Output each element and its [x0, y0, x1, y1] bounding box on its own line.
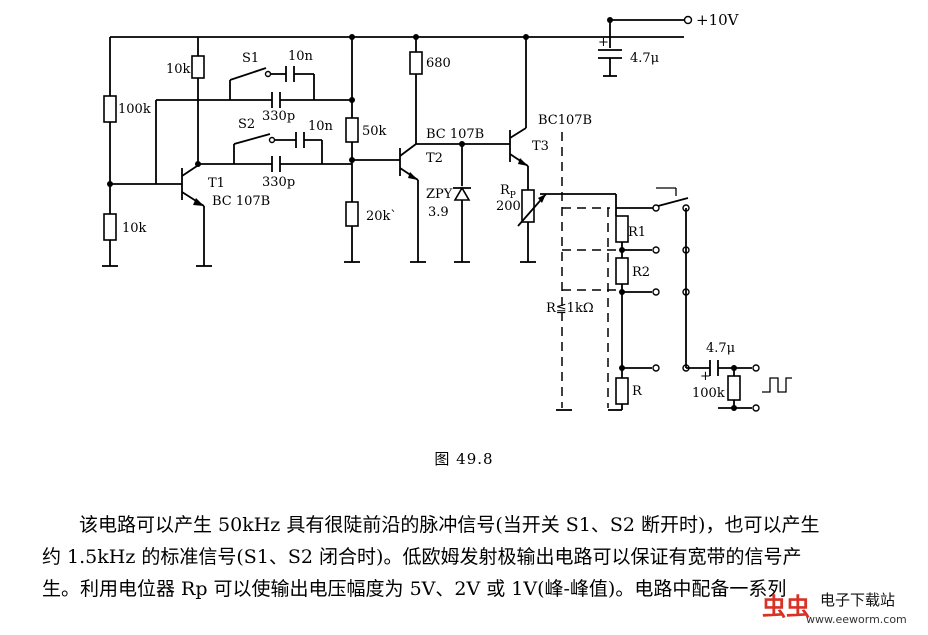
transistor-t3 — [509, 34, 529, 190]
supply-cap-label: 4.7μ — [630, 51, 659, 66]
r2-label: R2 — [632, 265, 650, 280]
c-10n-2-label: 10n — [308, 119, 334, 134]
c-out-label: 4.7μ — [706, 341, 735, 356]
circuit-schematic: +10V + 4.7μ 100k 10k 10k T1 BC — [102, 11, 792, 412]
description-paragraph: 该电路可以产生 50kHz 具有很陡前沿的脉冲信号(当开关 S1、S2 断开时)… — [42, 509, 882, 605]
r-100k-label: 100k — [118, 102, 151, 117]
r-10k-bottom-label: 10k — [122, 221, 147, 236]
range-selector-switch — [616, 187, 690, 372]
t1-collector-resistor — [191, 37, 205, 164]
rp-symbol: R — [500, 183, 511, 198]
bias-divider-t1 — [102, 37, 182, 267]
watermark-logo: 虫虫 — [762, 593, 810, 621]
c-330p-1-label: 330p — [262, 109, 295, 124]
rp-sub: P — [510, 191, 516, 201]
zener-diode — [453, 144, 471, 263]
zener-name: ZPY — [426, 187, 453, 202]
r-sum-note: R≦1kΩ — [546, 301, 594, 316]
coupling-network — [155, 66, 355, 184]
c-10n-1-label: 10n — [288, 49, 314, 64]
site-watermark: 虫虫 电子下载站 www.eeworm.com — [762, 587, 922, 631]
r-10k-top-label: 10k — [166, 62, 191, 77]
t2-type: BC 107B — [426, 127, 484, 142]
supply-rail — [110, 15, 693, 48]
output-divider — [608, 215, 652, 411]
paragraph-line-2: 约 1.5kHz 的标准信号(S1、S2 闭合时)。低欧姆发射极输出电路可以保证… — [42, 546, 802, 568]
r1-label: R1 — [628, 225, 646, 240]
s1-label: S1 — [242, 51, 259, 66]
paragraph-line-3: 生。利用电位器 Rp 可以使输出电压幅度为 5V、2V 或 1V(峰-峰值)。电… — [42, 578, 787, 600]
bias-divider-t2 — [344, 34, 400, 263]
dashed-ground-line — [556, 132, 616, 411]
r-label: R — [632, 384, 643, 399]
rp-label: RP — [500, 183, 516, 201]
t3-name: T3 — [532, 139, 549, 154]
t2-name: T2 — [426, 151, 443, 166]
t1-type: BC 107B — [212, 194, 270, 209]
watermark-url: www.eeworm.com — [806, 613, 907, 626]
supply-cap-plus: + — [598, 35, 609, 50]
supply-label: +10V — [696, 11, 740, 29]
c-330p-2-label: 330p — [262, 175, 295, 190]
r-out-label: 100k — [692, 386, 725, 401]
r-20k-label: 20k` — [366, 209, 397, 224]
rp-value: 200 — [496, 199, 521, 214]
paragraph-line-1: 该电路可以产生 50kHz 具有很陡前沿的脉冲信号(当开关 S1、S2 断开时)… — [79, 514, 820, 536]
transistor-t1 — [181, 161, 240, 267]
c-out-plus: + — [700, 369, 711, 384]
output-stage — [686, 360, 792, 412]
supply-capacitor — [598, 49, 622, 77]
watermark-title: 电子下载站 — [820, 591, 896, 609]
t3-type: BC107B — [538, 113, 592, 128]
t1-name: T1 — [208, 176, 225, 191]
transistor-t2 — [399, 34, 510, 263]
figure-caption: 图 49.8 — [434, 450, 494, 468]
r-680-label: 680 — [426, 56, 451, 71]
potentiometer-rp — [517, 189, 617, 263]
r-50k-label: 50k — [362, 124, 387, 139]
zener-value: 3.9 — [428, 205, 449, 220]
s2-label: S2 — [238, 117, 255, 132]
